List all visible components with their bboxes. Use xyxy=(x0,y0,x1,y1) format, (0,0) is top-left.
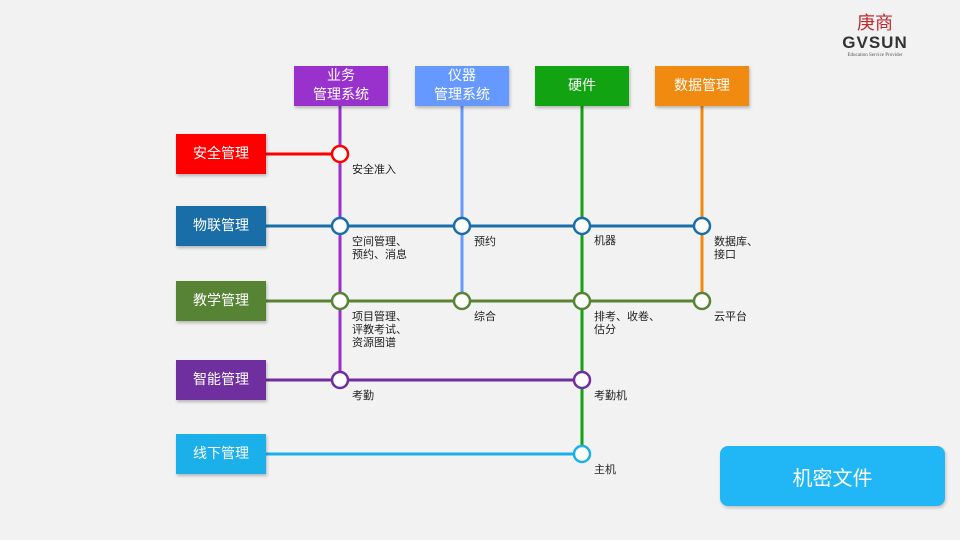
node-attendance-machine xyxy=(572,370,592,390)
node-label-attendance-machine: 考勤机 xyxy=(594,389,627,402)
node-label-exam-scheduling: 排考、收卷、 估分 xyxy=(594,310,660,336)
logo-english: GVSUN xyxy=(842,33,908,52)
column-data-management: 数据管理 xyxy=(655,66,749,106)
column-instrument-system: 仪器 管理系统 xyxy=(415,66,509,106)
logo-tagline: Education Service Provider xyxy=(847,53,903,58)
node-space-management xyxy=(330,216,350,236)
column-business-system: 业务 管理系统 xyxy=(294,66,388,106)
node-label-project-management: 项目管理、 评教考试、 资源图谱 xyxy=(352,310,407,349)
row-safety-management: 安全管理 xyxy=(176,134,266,174)
node-exam-scheduling xyxy=(572,291,592,311)
node-label-comprehensive: 综合 xyxy=(474,310,496,323)
node-machine xyxy=(572,216,592,236)
node-project-management xyxy=(330,291,350,311)
logo-chinese: 庚商 xyxy=(857,13,893,34)
node-label-host: 主机 xyxy=(594,463,616,476)
node-label-cloud-platform: 云平台 xyxy=(714,310,747,323)
node-cloud-platform xyxy=(692,291,712,311)
node-reservation xyxy=(452,216,472,236)
node-label-machine: 机器 xyxy=(594,234,616,247)
node-label-safety-access: 安全准入 xyxy=(352,163,396,176)
row-iot-management: 物联管理 xyxy=(176,206,266,246)
gvsun-logo: 庚商 GVSUN Education Service Provider xyxy=(840,14,910,59)
node-comprehensive xyxy=(452,291,472,311)
confidential-badge: 机密文件 xyxy=(720,446,945,506)
row-smart-management: 智能管理 xyxy=(176,360,266,400)
node-attendance xyxy=(330,370,350,390)
column-hardware: 硬件 xyxy=(535,66,629,106)
node-label-reservation: 预约 xyxy=(474,235,496,248)
node-safety-access xyxy=(330,144,350,164)
node-label-database: 数据库、 接口 xyxy=(714,235,758,261)
node-label-attendance: 考勤 xyxy=(352,389,374,402)
node-database xyxy=(692,216,712,236)
row-teaching-management: 教学管理 xyxy=(176,281,266,321)
row-offline-management: 线下管理 xyxy=(176,434,266,474)
node-label-space-management: 空间管理、 预约、消息 xyxy=(352,235,407,261)
node-host xyxy=(572,444,592,464)
